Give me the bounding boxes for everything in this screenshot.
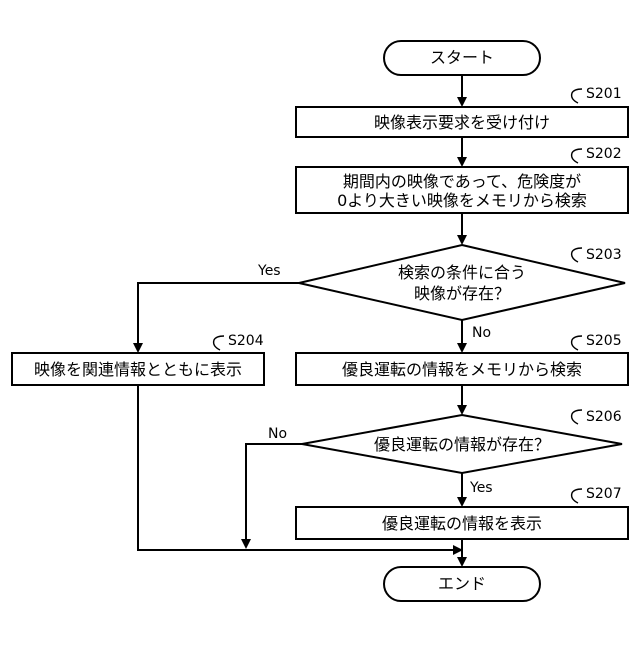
- s205-step: S205: [586, 333, 622, 349]
- s206-step: S206: [586, 409, 622, 425]
- start-label: スタート: [430, 48, 494, 67]
- s203-step: S203: [586, 247, 622, 263]
- s204-step: S204: [228, 333, 264, 349]
- s202-step: S202: [586, 146, 622, 162]
- s202-process: 期間内の映像であって、危険度が 0より大きい映像をメモリから検索: [296, 167, 628, 213]
- edge-s203-s204: [138, 283, 299, 351]
- s203-yes-label: Yes: [257, 263, 281, 279]
- edge-s206-no: [246, 444, 302, 547]
- s205-leader: [572, 336, 582, 350]
- s203-label-line1: 検索の条件に合う: [398, 263, 526, 282]
- start-node: スタート: [384, 41, 540, 75]
- s202-label-line2: 0より大きい映像をメモリから検索: [337, 191, 587, 210]
- s204-label: 映像を関連情報とともに表示: [34, 360, 242, 379]
- s204-leader: [214, 336, 224, 350]
- s203-decision: 検索の条件に合う 映像が存在？: [299, 245, 625, 320]
- s202-leader: [572, 149, 582, 163]
- s206-label: 優良運転の情報が存在？: [374, 435, 550, 454]
- s204-process: 映像を関連情報とともに表示: [12, 353, 264, 385]
- s207-process: 優良運転の情報を表示: [296, 507, 628, 539]
- s207-leader: [572, 489, 582, 503]
- s206-leader: [572, 410, 582, 424]
- s203-no-label: No: [472, 325, 491, 341]
- s206-decision: 優良運転の情報が存在？: [302, 415, 622, 473]
- s205-label: 優良運転の情報をメモリから検索: [342, 360, 582, 379]
- s206-yes-label: Yes: [469, 480, 493, 496]
- s206-no-label: No: [268, 426, 287, 442]
- s203-leader: [572, 248, 582, 262]
- s203-label-line2: 映像が存在？: [414, 284, 510, 303]
- s201-label: 映像表示要求を受け付け: [374, 113, 550, 132]
- s201-leader: [572, 89, 582, 103]
- s202-label-line1: 期間内の映像であって、危険度が: [343, 172, 581, 191]
- s205-process: 優良運転の情報をメモリから検索: [296, 353, 628, 385]
- s207-step: S207: [586, 486, 622, 502]
- s207-label: 優良運転の情報を表示: [382, 514, 542, 533]
- s201-step: S201: [586, 86, 622, 102]
- s201-process: 映像表示要求を受け付け: [296, 107, 628, 137]
- end-node: エンド: [384, 567, 540, 601]
- end-label: エンド: [438, 574, 486, 593]
